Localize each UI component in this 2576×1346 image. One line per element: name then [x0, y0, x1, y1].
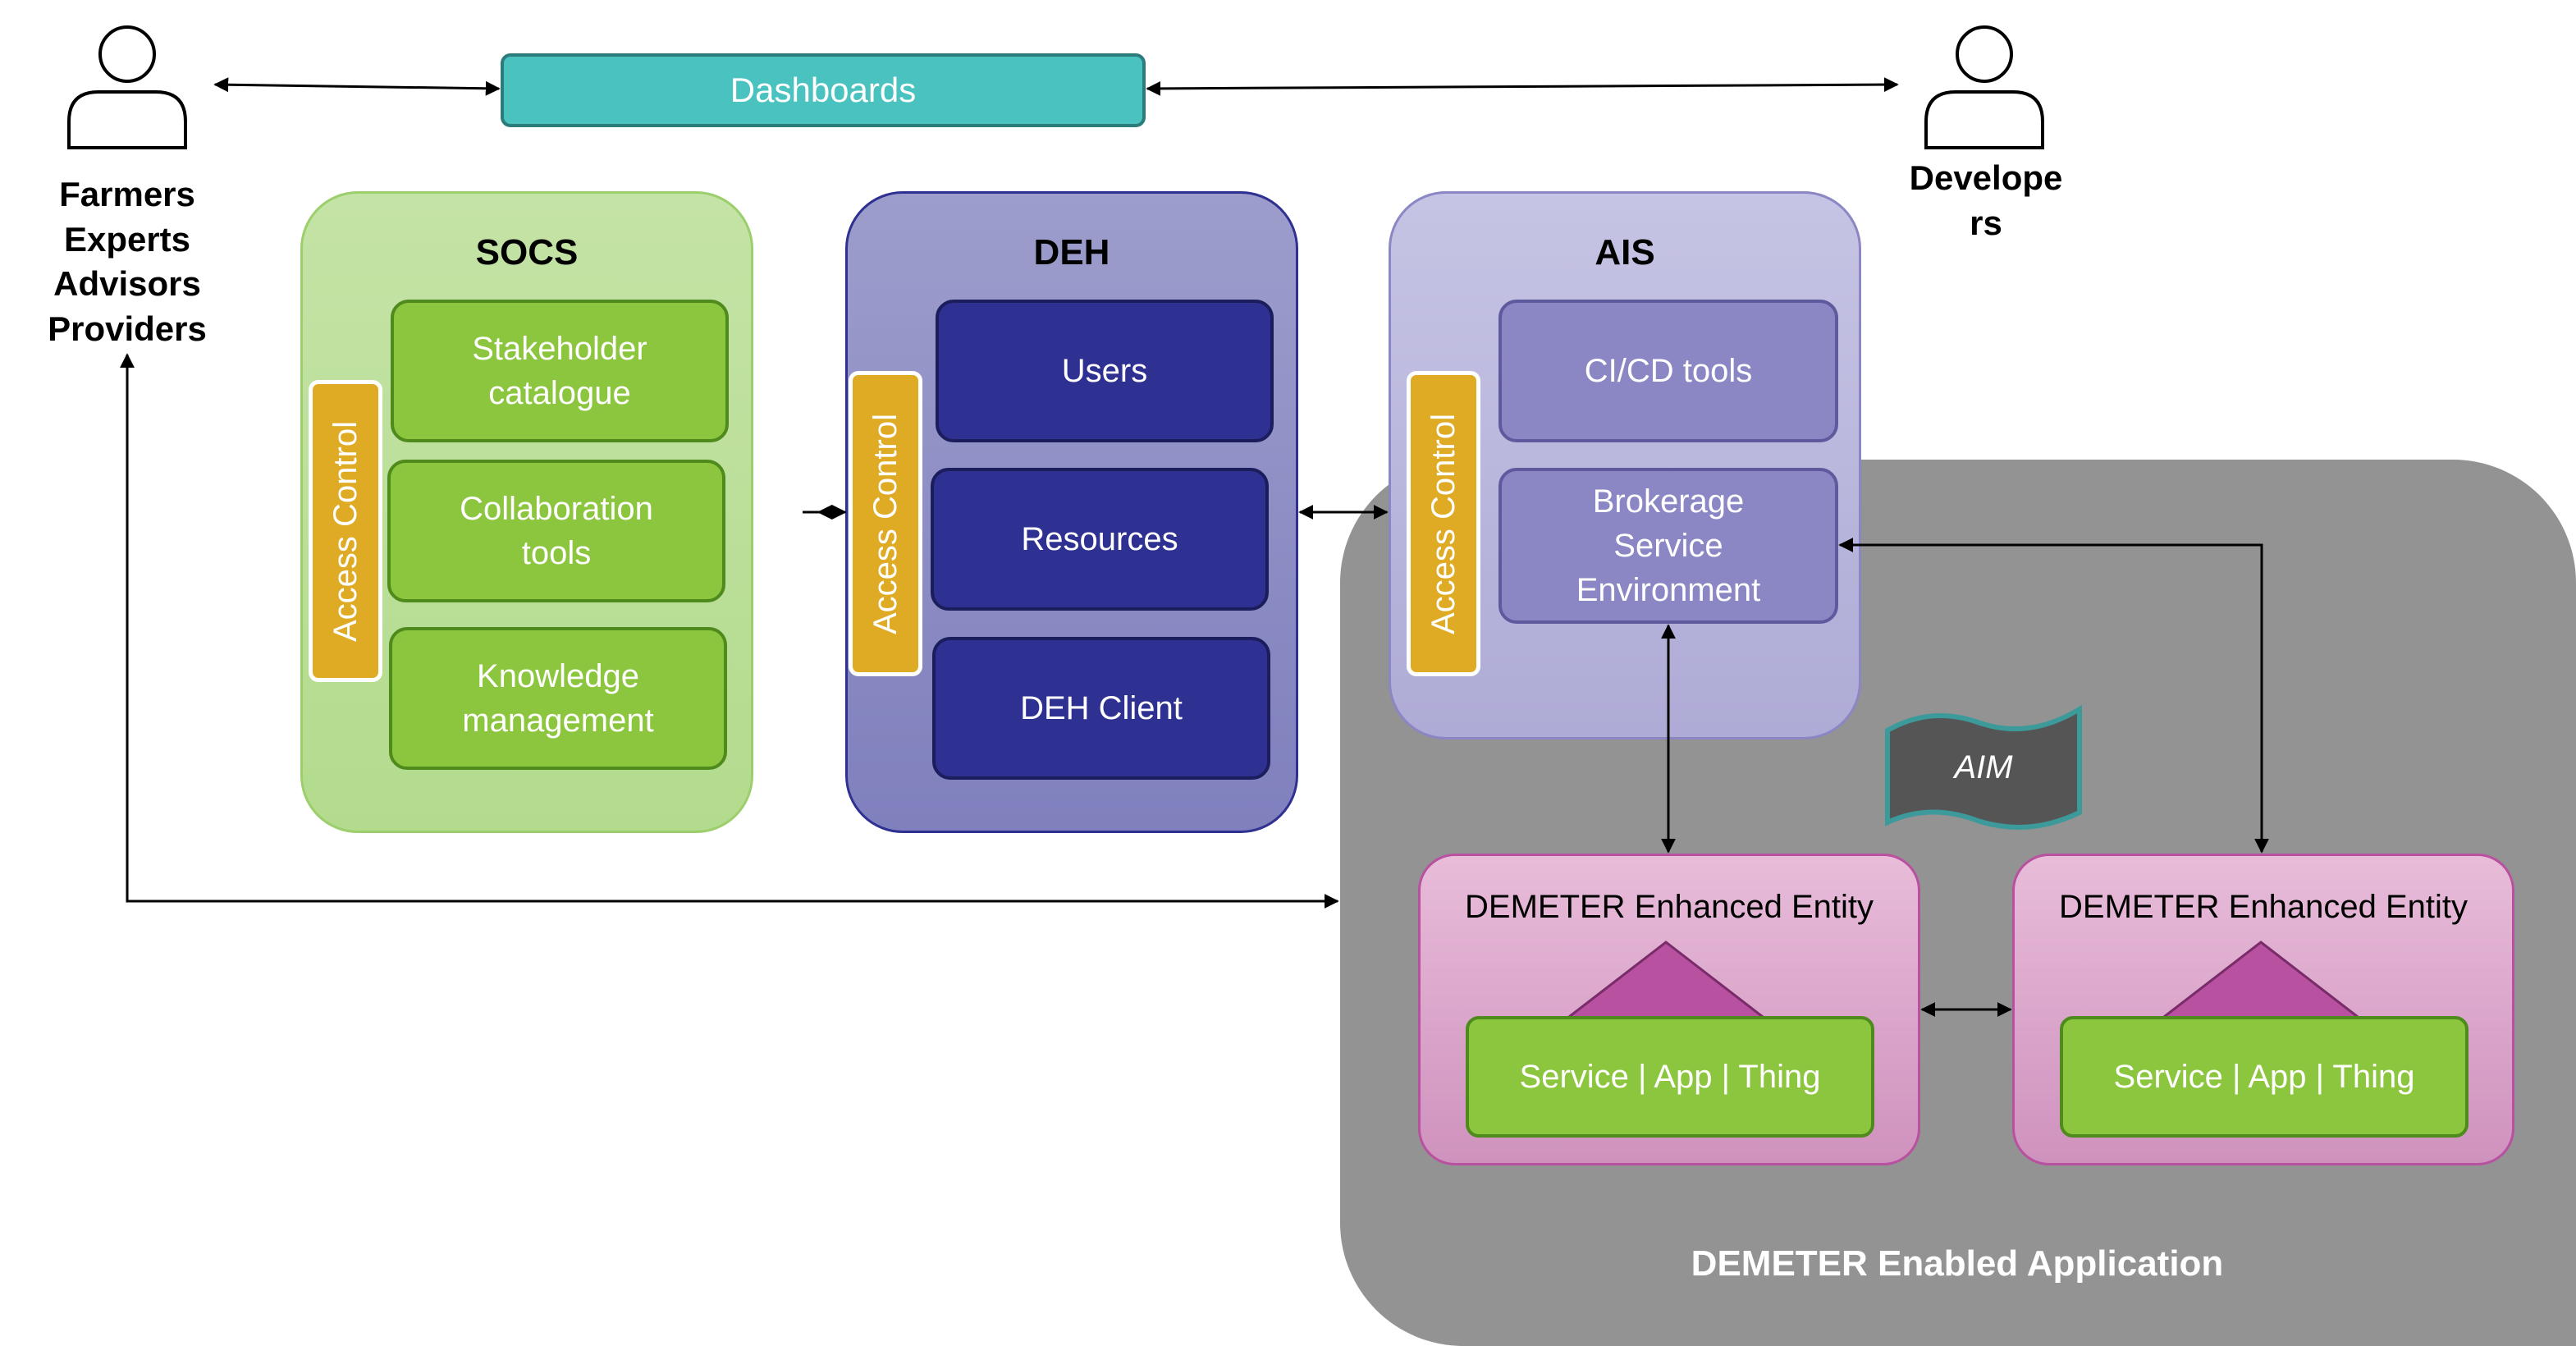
demeter-enhanced-entity-right-inner: Service | App | Thing	[2060, 1016, 2468, 1138]
left-person-icon	[66, 25, 189, 149]
arrow-actors-dashboards	[213, 77, 501, 96]
right-actor-line-1: Develope	[1909, 158, 2063, 197]
dashboards-label: Dashboards	[730, 71, 917, 109]
arrow-dashboards-developers	[1146, 77, 1899, 96]
left-actor-label: Farmers Experts Advisors Providers	[16, 172, 238, 351]
deh-title: DEH	[1033, 232, 1110, 272]
left-actor-line-providers: Providers	[48, 309, 207, 348]
ais-title: AIS	[1595, 232, 1655, 272]
ais-access-control: Access Control	[1407, 371, 1480, 676]
ais-item-ci-cd-tools: CI/CD tools	[1498, 300, 1838, 442]
ais-item-brokerage-service-environment: Brokerage Service Environment	[1498, 468, 1838, 624]
demeter-enhanced-entity-right-title: DEMETER Enhanced Entity	[2059, 888, 2468, 925]
right-actor-label: Develope rs	[1879, 156, 2093, 245]
left-actor-line-advisors: Advisors	[53, 264, 201, 304]
right-person-icon	[1923, 25, 2046, 149]
arrow-brokerage-entity-right	[1838, 538, 2269, 854]
left-actor-line-experts: Experts	[63, 219, 191, 259]
demeter-enabled-application-label: DEMETER Enabled Application	[1691, 1243, 2224, 1284]
demeter-enhanced-entity-left-title: DEMETER Enhanced Entity	[1465, 888, 1874, 925]
demeter-enhanced-entity-left-inner: Service | App | Thing	[1466, 1016, 1874, 1138]
arrow-actors-demeter-app	[120, 353, 1339, 909]
left-actor-line-farmers: Farmers	[59, 175, 195, 213]
dashboards-box: Dashboards	[501, 53, 1146, 127]
right-actor-line-2: rs	[1970, 203, 2002, 242]
socs-title: SOCS	[475, 232, 579, 272]
